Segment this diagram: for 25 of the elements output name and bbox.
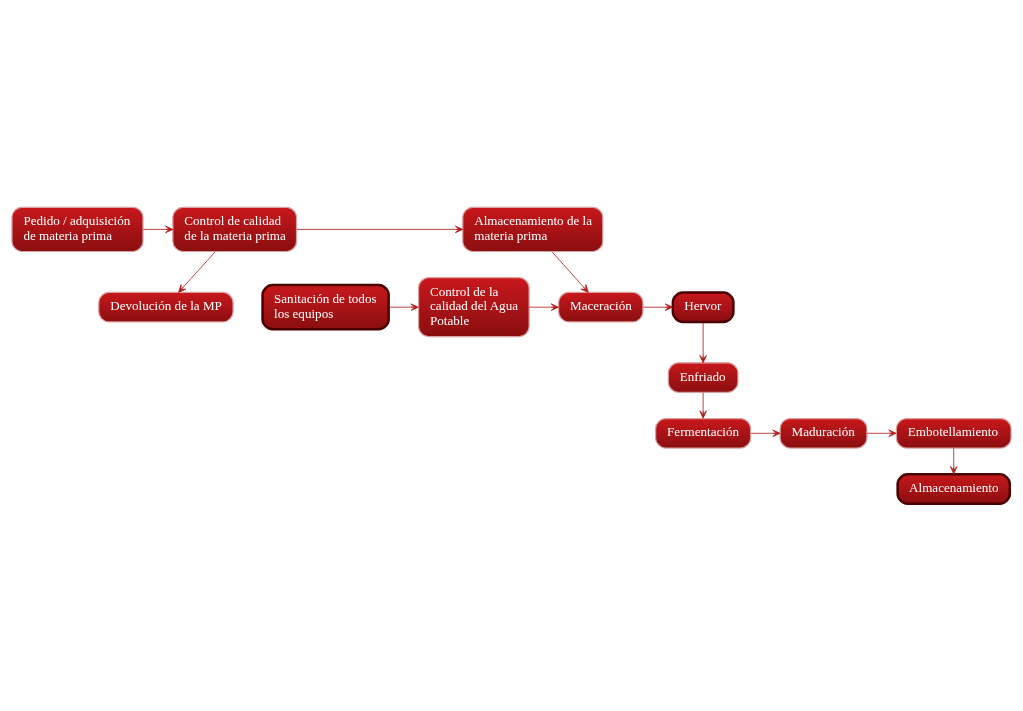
arrow: [699, 321, 707, 364]
node-box: Control de calidad de la materia prima: [172, 206, 298, 253]
node-box: Pedido / adquisición de materia prima: [11, 206, 144, 253]
node-box: Control de la calidad del Agua Potable: [417, 277, 530, 338]
node-box: Hervor: [671, 291, 735, 324]
node-box: Fermentación: [655, 417, 752, 449]
node-box: Maduración: [779, 417, 868, 449]
arrow: [551, 251, 589, 293]
arrow: [866, 429, 897, 438]
arrow: [750, 429, 781, 438]
node-box: Maceración: [557, 291, 644, 323]
arrow: [528, 303, 559, 311]
arrow: [142, 225, 174, 234]
arrow: [178, 251, 216, 293]
node-box: Enfriado: [667, 362, 739, 393]
node-box: Almacenamiento de la materia prima: [462, 206, 604, 253]
arrow: [950, 447, 958, 475]
arrow: [296, 225, 464, 234]
arrow: [642, 303, 674, 311]
node-box: Embotellamiento: [895, 417, 1012, 449]
node-box: Almacenamiento: [896, 473, 1012, 505]
node-box: Devolución de la MP: [98, 291, 234, 323]
node-box: Sanitación de todos los equipos: [261, 283, 390, 331]
arrow: [388, 303, 419, 311]
arrow: [699, 392, 707, 419]
